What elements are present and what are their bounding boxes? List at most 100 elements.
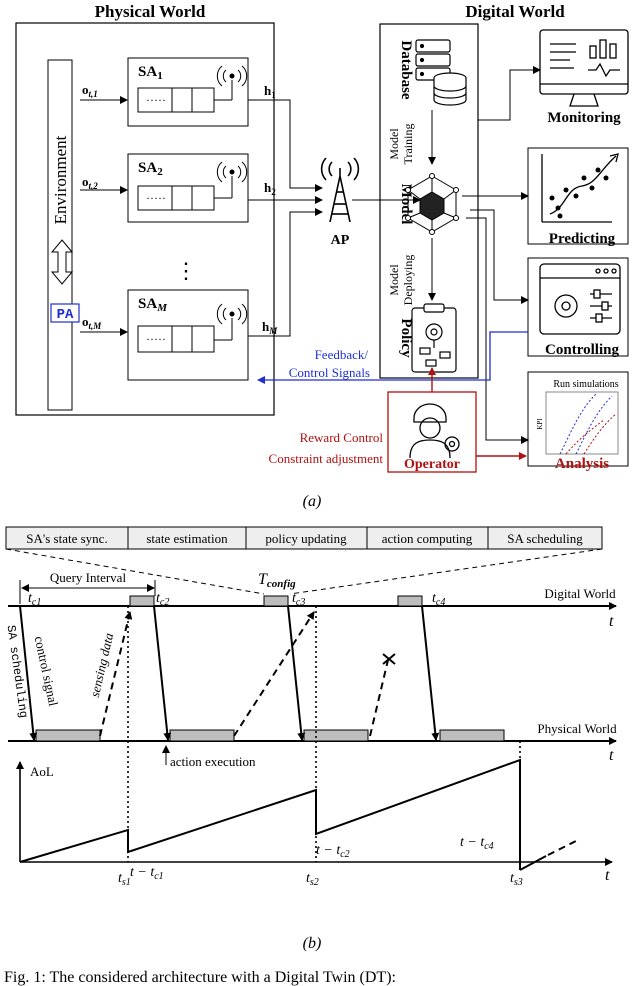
controlling-settings-icon <box>539 263 621 335</box>
tc2-label: tc2 <box>156 591 169 608</box>
aol-value-1: t − tc1 <box>130 865 164 882</box>
control-signal-2 <box>153 605 172 741</box>
sa-1-label: SA1 <box>138 64 163 82</box>
double-arrow-icon <box>50 239 74 285</box>
ap-label: AP <box>331 233 350 248</box>
ts3-label: ts3 <box>510 871 523 888</box>
tc1-label: tc1 <box>28 591 41 608</box>
obs-m-label: ot,M <box>82 314 102 331</box>
constraint-adjustment-label: Constraint adjustment <box>269 451 384 466</box>
feedback-label-1: Feedback/ <box>315 347 369 362</box>
aol-value-2: t − tc2 <box>316 843 350 860</box>
action-block-1 <box>35 729 101 742</box>
t-config-label: Tconfig <box>258 571 296 590</box>
kpi-axis-label: KPI <box>536 418 544 430</box>
monitoring-monitor-icon <box>539 29 629 107</box>
controlling-box <box>527 257 629 357</box>
tc4-label: tc4 <box>432 591 445 608</box>
sensing-data-3-lost <box>369 659 389 737</box>
ap-tower-icon <box>320 157 360 223</box>
physical-world-timeline-label: Physical World <box>537 721 617 736</box>
sa-1-buffer: ····· <box>146 93 166 107</box>
sa-m-label: SAM <box>138 296 168 314</box>
digital-world-timeline-label: Digital World <box>544 586 616 601</box>
predicting-chart-icon <box>541 153 619 223</box>
step-policy-updating: policy updating <box>265 531 347 546</box>
feedback-arrow <box>257 331 528 384</box>
config-block-1 <box>129 595 155 607</box>
hm-arrow <box>248 208 323 337</box>
operator-person-icon <box>409 403 460 459</box>
h1-arrow <box>248 99 323 192</box>
analysis-label: Analysis <box>555 456 609 472</box>
to-analysis-arrow <box>466 217 529 444</box>
sa-2-buffer: ····· <box>146 191 166 205</box>
sa-2 <box>127 153 249 223</box>
zoom-line-left <box>5 548 265 595</box>
model-label: Model <box>398 184 414 225</box>
obs-2-label: ot,2 <box>82 174 98 191</box>
dt-column-box <box>379 23 479 379</box>
to-monitoring-arrow <box>478 66 541 121</box>
database-label: Database <box>398 40 414 100</box>
step-state-estimation: state estimation <box>146 531 228 546</box>
aol-continue-line <box>519 855 547 871</box>
aol-value-4: t − tc4 <box>460 835 494 852</box>
training-label-1: Model <box>387 128 401 160</box>
action-execution-label: action execution <box>170 754 256 769</box>
sensing-data-2 <box>233 611 315 737</box>
predicting-box <box>527 147 629 245</box>
vertical-dots: ⋮ <box>175 258 197 283</box>
step-sa-scheduling: SA scheduling <box>507 531 583 546</box>
operator-label: Operator <box>404 457 460 472</box>
ts1-label: ts1 <box>118 871 131 888</box>
deploying-label-1: Model <box>387 264 401 296</box>
caption-b: (b) <box>303 935 322 952</box>
tc3-label: tc3 <box>292 591 305 608</box>
sa-m <box>127 289 249 381</box>
step-action-computing: action computing <box>382 531 473 546</box>
pa-label: PA <box>57 307 74 323</box>
config-block-2 <box>263 595 289 607</box>
aol-time-label: t <box>605 867 610 884</box>
controlling-label: Controlling <box>545 342 619 358</box>
action-block-4 <box>439 729 505 742</box>
analysis-plot-icon <box>545 391 619 455</box>
sa-1 <box>127 57 249 127</box>
control-signal-1 <box>19 605 38 741</box>
pa-box <box>50 303 80 323</box>
sa-2-label: SA2 <box>138 160 163 178</box>
run-simulations-label: Run simulations <box>553 379 618 390</box>
ts2-label: ts2 <box>306 871 319 888</box>
physical-world-box <box>15 22 275 416</box>
sensing-data-1 <box>99 611 133 737</box>
obs-1-label: ot,1 <box>82 82 98 99</box>
action-block-2 <box>169 729 235 742</box>
environment-label: Environment <box>51 135 70 224</box>
predicting-scatter-dots <box>549 167 609 219</box>
hm-label: hM <box>262 319 278 336</box>
digital-time-label: t <box>609 613 614 630</box>
digital-world-title: Digital World <box>465 2 565 21</box>
control-signal-4 <box>421 605 440 741</box>
model-cube-icon <box>405 173 459 235</box>
environment-box <box>47 59 73 411</box>
query-interval-label: Query Interval <box>50 570 127 585</box>
step-state-sync: SA's state sync. <box>26 531 107 546</box>
to-controlling-arrow <box>470 209 529 304</box>
packet-loss-cross-icon <box>382 653 396 665</box>
figure-caption: Fig. 1: The considered architecture with… <box>4 969 396 986</box>
deploying-label-2: Deploying <box>401 255 415 306</box>
policy-label: Policy <box>398 318 414 358</box>
config-block-3 <box>397 595 423 607</box>
policy-clipboard-icon <box>411 303 457 373</box>
zoom-line-right <box>289 548 603 595</box>
aol-sawtooth-line <box>19 758 521 870</box>
predicting-label: Predicting <box>549 231 616 247</box>
aol-axis-label: AoL <box>30 764 54 779</box>
h2-label: h2 <box>264 180 276 197</box>
physical-world-title: Physical World <box>95 2 206 21</box>
training-label-2: Training <box>401 124 415 165</box>
monitoring-label: Monitoring <box>547 110 621 126</box>
